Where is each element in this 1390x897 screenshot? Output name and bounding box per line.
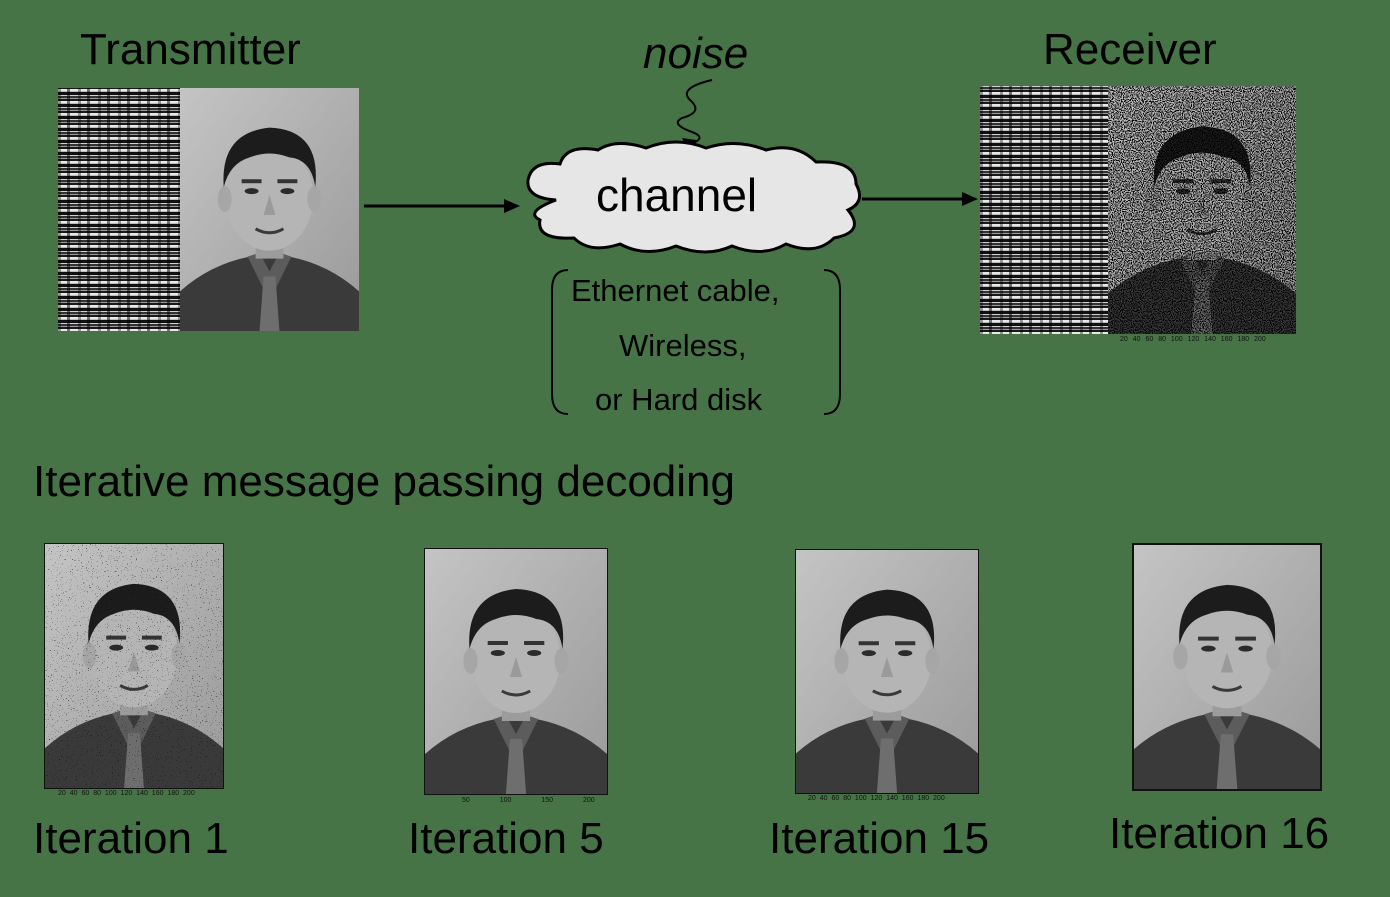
media-line-1: Ethernet cable, bbox=[571, 273, 780, 308]
media-line-3: or Hard disk bbox=[595, 382, 763, 417]
arrow-channel-to-receiver bbox=[862, 192, 978, 206]
media-line-2: Wireless, bbox=[619, 328, 747, 363]
receiver-parity-bits bbox=[980, 86, 1108, 334]
iteration-5-x-ticks: 50 100 150 200 bbox=[462, 797, 595, 804]
transmitter-parity-bits bbox=[58, 88, 180, 331]
channel-cloud-icon bbox=[526, 140, 862, 254]
noise-label: noise bbox=[643, 29, 749, 78]
transmitter-image bbox=[58, 88, 359, 331]
iteration-5-label: Iteration 5 bbox=[408, 814, 604, 863]
iteration-15-image bbox=[795, 549, 979, 794]
receiver-x-ticks: 20 40 60 80 100 120 140 160 180 200 bbox=[1120, 336, 1266, 343]
arrow-transmitter-to-channel bbox=[364, 199, 520, 213]
transmitter-portrait bbox=[180, 88, 359, 331]
iteration-15-label: Iteration 15 bbox=[769, 814, 990, 863]
iteration-15-x-ticks: 20 40 60 80 100 120 140 160 180 200 bbox=[808, 795, 945, 802]
receiver-image bbox=[980, 86, 1296, 334]
iteration-1-x-ticks: 20 40 60 80 100 120 140 160 180 200 bbox=[58, 790, 195, 797]
media-brace bbox=[551, 269, 841, 415]
iteration-1-label: Iteration 1 bbox=[33, 814, 229, 863]
transmitter-label: Transmitter bbox=[80, 25, 301, 74]
iteration-5-image bbox=[424, 548, 608, 795]
receiver-label: Receiver bbox=[1043, 25, 1217, 74]
decoding-title: Iterative message passing decoding bbox=[33, 457, 735, 506]
receiver-portrait bbox=[1108, 86, 1296, 334]
channel-label: channel bbox=[596, 169, 758, 221]
iteration-16-label: Iteration 16 bbox=[1109, 809, 1330, 858]
iteration-1-image bbox=[44, 543, 224, 789]
iteration-16-image bbox=[1132, 543, 1322, 791]
